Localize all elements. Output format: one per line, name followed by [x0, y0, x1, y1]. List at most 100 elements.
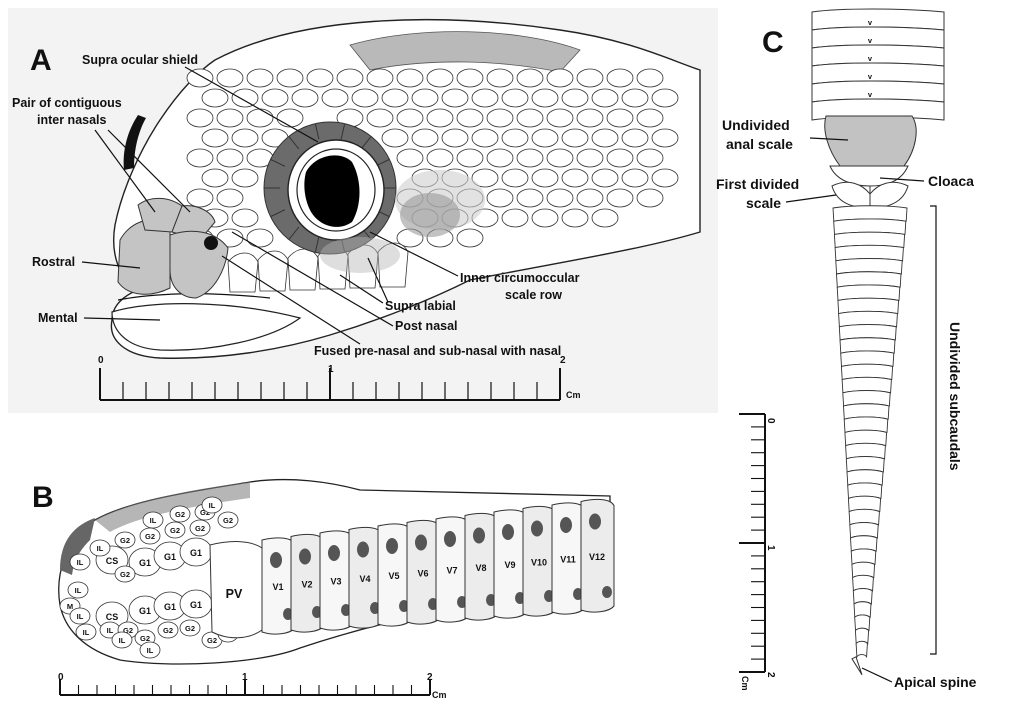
head-scale	[652, 169, 678, 187]
leader-first-divided	[786, 195, 836, 202]
apical-spine-shape	[852, 657, 862, 675]
head-scale	[487, 109, 513, 127]
head-scale	[457, 69, 483, 87]
head-scale	[337, 69, 363, 87]
chin-scale-label: IL	[147, 646, 154, 655]
ventral-label: V5	[388, 571, 399, 581]
supralabial-scale	[228, 253, 258, 292]
ventral-label: V8	[475, 563, 486, 573]
subcaudal-scales	[833, 206, 907, 675]
head-scale	[637, 149, 663, 167]
head-scale	[262, 89, 288, 107]
head-scale	[562, 169, 588, 187]
head-scale	[487, 149, 513, 167]
label-undivided-anal-1: Undivided	[722, 117, 790, 133]
head-scale	[487, 189, 513, 207]
head-scale	[622, 89, 648, 107]
ventral-spot	[270, 552, 282, 568]
ventral-label: V1	[272, 582, 283, 592]
head-scale	[412, 89, 438, 107]
chin-scale-label: G1	[139, 558, 151, 568]
head-scale	[322, 89, 348, 107]
ventral-label: V2	[301, 579, 312, 589]
chin-scale-label: G2	[163, 626, 173, 635]
head-scale	[217, 69, 243, 87]
head-scale	[592, 89, 618, 107]
label-internasals-2: inter nasals	[37, 113, 107, 127]
chin-scale-label: G1	[164, 552, 176, 562]
head-scale	[187, 69, 213, 87]
head-scale	[652, 129, 678, 147]
chin-scale-label: IL	[77, 612, 84, 621]
head-scale	[577, 149, 603, 167]
ventral-label: V9	[504, 560, 515, 570]
chin-scale-label: G1	[164, 602, 176, 612]
head-scale	[532, 89, 558, 107]
head-scale	[217, 189, 243, 207]
head-scale	[187, 189, 213, 207]
head-scale	[517, 189, 543, 207]
chin-scale-label: IL	[209, 501, 216, 510]
chin-scale-label: G1	[190, 548, 202, 558]
scale-c-tick-2: 2	[765, 672, 776, 678]
pre-anal-ventrals: vvvvv	[812, 9, 944, 120]
chin-scale-label: IL	[97, 544, 104, 553]
head-scale	[607, 69, 633, 87]
chin-scale-label: G1	[139, 606, 151, 616]
head-scale	[427, 149, 453, 167]
scale-bar-b: 0 1 2 Cm	[58, 672, 447, 700]
label-internasals-1: Pair of contiguous	[12, 96, 122, 110]
head-scale	[367, 69, 393, 87]
ventral-spot	[473, 528, 485, 544]
head-scale	[532, 169, 558, 187]
supralabial-scale	[288, 249, 318, 290]
head-scale	[397, 109, 423, 127]
chin-scale-label: G2	[140, 634, 150, 643]
head-scale	[607, 149, 633, 167]
scale-bar-c: 0 1 2 Cm	[739, 414, 776, 691]
head-scale	[457, 149, 483, 167]
ventral-spot	[415, 535, 427, 551]
head-scale	[577, 69, 603, 87]
label-inner-circum-2: scale row	[505, 288, 562, 302]
head-scale	[562, 209, 588, 227]
head-scale	[202, 89, 228, 107]
head-scale	[247, 109, 273, 127]
head-scale	[232, 209, 258, 227]
ventral-spot	[602, 586, 612, 598]
head-scale	[412, 129, 438, 147]
head-scale	[232, 129, 258, 147]
head-scale	[487, 69, 513, 87]
ventral-label: V10	[531, 557, 547, 567]
head-scale	[517, 149, 543, 167]
label-undivided-subcaudals: Undivided subcaudals	[947, 322, 963, 471]
head-scale	[442, 129, 468, 147]
head-scale	[187, 109, 213, 127]
head-scale	[592, 129, 618, 147]
scale-a-tick-0: 0	[98, 355, 104, 366]
head-scale	[547, 189, 573, 207]
head-scale	[577, 109, 603, 127]
chin-scale-label: IL	[119, 636, 126, 645]
chin-scale-label: CS	[106, 556, 119, 566]
label-cloaca: Cloaca	[928, 173, 974, 189]
chin-scale-label: G2	[223, 516, 233, 525]
head-scale	[637, 69, 663, 87]
ventral-spot	[560, 517, 572, 533]
chin-scale-label: G2	[120, 570, 130, 579]
chin-scale-label: M	[67, 602, 73, 611]
ventral-spot	[386, 538, 398, 554]
label-first-divided-2: scale	[746, 195, 781, 211]
ventral-spot	[502, 524, 514, 540]
head-scale	[292, 89, 318, 107]
scale-a-tick-2: 2	[560, 355, 566, 366]
chin-scale-label: G2	[120, 536, 130, 545]
ventral-spot	[357, 542, 369, 558]
head-scale	[607, 189, 633, 207]
head-scale	[547, 149, 573, 167]
head-scale	[442, 89, 468, 107]
head-scale	[457, 229, 483, 247]
head-scale	[367, 109, 393, 127]
